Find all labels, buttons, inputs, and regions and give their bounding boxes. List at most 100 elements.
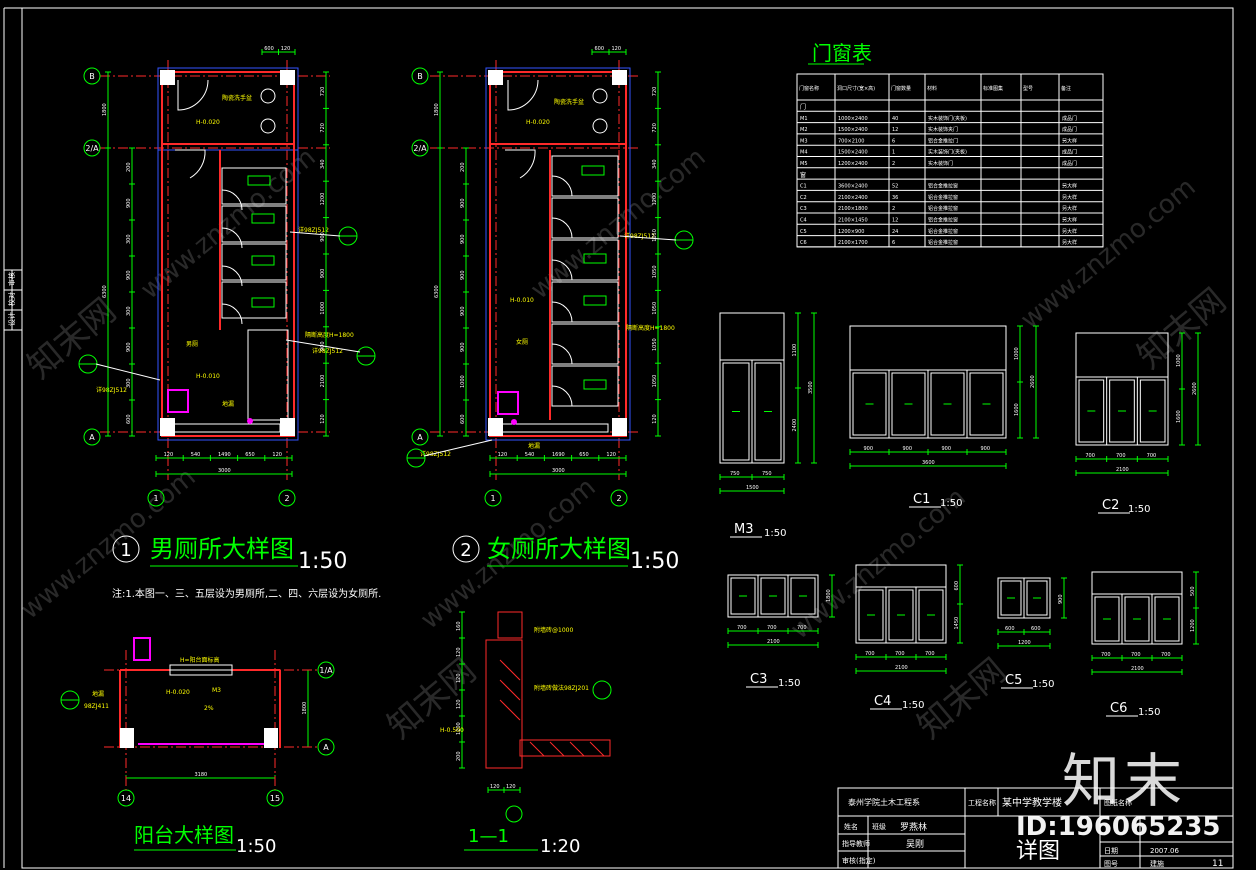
walls xyxy=(161,71,295,437)
elevation-name: C4 xyxy=(874,694,891,709)
dim-label: 120 xyxy=(506,784,516,790)
tb-row3-label: 指导教师 xyxy=(842,839,870,848)
dim-label: 1000 xyxy=(320,302,326,315)
dim-label: 300 xyxy=(126,378,132,388)
schedule-cell: 6 xyxy=(892,240,895,246)
title-block xyxy=(837,787,1234,869)
schedule-header: 洞口尺寸(宽×高) xyxy=(837,85,875,92)
dim-label: 1500 xyxy=(746,485,759,491)
schedule-cell: 铝合金推拉窗 xyxy=(928,228,958,235)
callout-label: 详98ZJ512 xyxy=(96,386,127,394)
sash xyxy=(852,372,887,436)
dim-label: 1800 xyxy=(434,103,440,116)
dim-label: 900 xyxy=(903,446,913,452)
schedule-cell: 2 xyxy=(892,161,895,167)
dim-label: 700 xyxy=(767,625,777,631)
dim-label: 600 xyxy=(126,414,132,424)
elevation-frame xyxy=(1091,571,1183,645)
watermark-id: ID:196065235 xyxy=(1016,812,1221,842)
watermark-cn: 知末网 xyxy=(380,651,484,747)
schedule-cell: 1200×900 xyxy=(838,229,864,235)
schedule-cell: 另大样 xyxy=(1062,194,1077,201)
axis-bubbles xyxy=(83,67,628,823)
dim-label: 1000 xyxy=(1014,347,1020,360)
sash xyxy=(790,577,816,615)
dim-label: 1200 xyxy=(1018,640,1031,646)
room-label: 男厕 xyxy=(186,341,198,348)
dim-label: 650 xyxy=(245,452,255,458)
strip-text-1: 审核 xyxy=(7,272,16,286)
sash xyxy=(930,372,965,436)
dim-label: 900 xyxy=(981,446,991,452)
dim-label: 160 xyxy=(456,621,462,631)
dim-label: 700 xyxy=(925,651,935,657)
dim-label: 650 xyxy=(579,452,589,458)
sash xyxy=(891,372,926,436)
floor-drain-box xyxy=(497,391,519,415)
dim-label: 700 xyxy=(1101,652,1111,658)
schedule-cell: 6 xyxy=(892,138,895,144)
dim-label: 3500 xyxy=(808,381,814,394)
schedule-cell: M4 xyxy=(800,150,808,156)
schedule-cell: 铝合金推拉门 xyxy=(928,137,958,144)
callout-label: 详98ZJ512 xyxy=(420,450,451,458)
dim-label: 600 xyxy=(1031,626,1041,632)
sash xyxy=(1109,379,1135,443)
schedule-group: 窗 xyxy=(800,171,806,179)
dim-label: 2100 xyxy=(767,639,780,645)
sash xyxy=(918,589,944,641)
schedule-header: 材料 xyxy=(927,85,937,92)
schedule-cell: C3 xyxy=(800,206,807,212)
sash xyxy=(754,362,782,461)
floor-mark: H-0.010 xyxy=(510,297,534,304)
tb-drawing-name: 详图 xyxy=(1016,839,1060,864)
schedule-cell: 成品门 xyxy=(1062,126,1077,133)
dim-label: 900 xyxy=(320,269,326,279)
schedule-cell: 另大样 xyxy=(1062,228,1077,235)
axis-label: 2 xyxy=(616,494,621,503)
schedule-cell: 铝合金推拉窗 xyxy=(928,239,958,246)
schedule-cell: 另大样 xyxy=(1062,205,1077,212)
dim-label: 120 xyxy=(612,46,622,52)
dim-label: 3180 xyxy=(195,772,208,778)
axis-bubble-labels: B 2/A A B 2/A A 1 2 1 2 14 15 1/A A xyxy=(85,72,621,803)
sash xyxy=(858,589,884,641)
sash xyxy=(1000,580,1022,616)
floor-drain xyxy=(247,418,253,424)
dim-label: 1800 xyxy=(826,589,832,602)
dim-label: 540 xyxy=(525,452,535,458)
dim-label: 1800 xyxy=(102,103,108,116)
elevation-name: C5 xyxy=(1005,673,1022,688)
schedule-cell: M5 xyxy=(800,161,808,167)
dim-label: 120 xyxy=(498,452,508,458)
dim-label: 720 xyxy=(320,87,326,97)
balcony-drain: 地漏 xyxy=(92,690,104,698)
plan2-text: 陶瓷洗手盆 H-0.020 H-0.010 女厕 地漏 详98ZJ512 隔断高… xyxy=(420,98,675,458)
schedule-header: 门窗数量 xyxy=(891,85,911,92)
elevation-scale: 1:50 xyxy=(1138,707,1160,718)
tb-page: 11 xyxy=(1212,859,1223,869)
schedule-cell: 实木装饰门(夹板) xyxy=(928,149,967,156)
dim-label: 1690 xyxy=(552,452,565,458)
schedule-title: 门窗表 xyxy=(812,41,872,65)
schedule-cell: 铝合金推拉窗 xyxy=(928,194,958,201)
plan-number: 1 xyxy=(120,540,131,561)
axis-label: A xyxy=(417,433,423,442)
dim-label: 600 xyxy=(595,46,605,52)
dim-label: 1000 xyxy=(460,375,466,388)
dim-label: 700 xyxy=(797,625,807,631)
schedule-cell: C4 xyxy=(800,218,807,224)
elevation-frame xyxy=(855,564,947,644)
section-mark: H-0.500 xyxy=(440,727,464,734)
dim-label: 2100 xyxy=(320,375,326,388)
schedule-cell: 铝合金推拉窗 xyxy=(928,183,958,190)
fixtures xyxy=(497,79,619,433)
tb-no-value: 建施 xyxy=(1150,859,1164,868)
dim-label: 1200 xyxy=(652,193,658,206)
dim-label: 700 xyxy=(1085,453,1095,459)
